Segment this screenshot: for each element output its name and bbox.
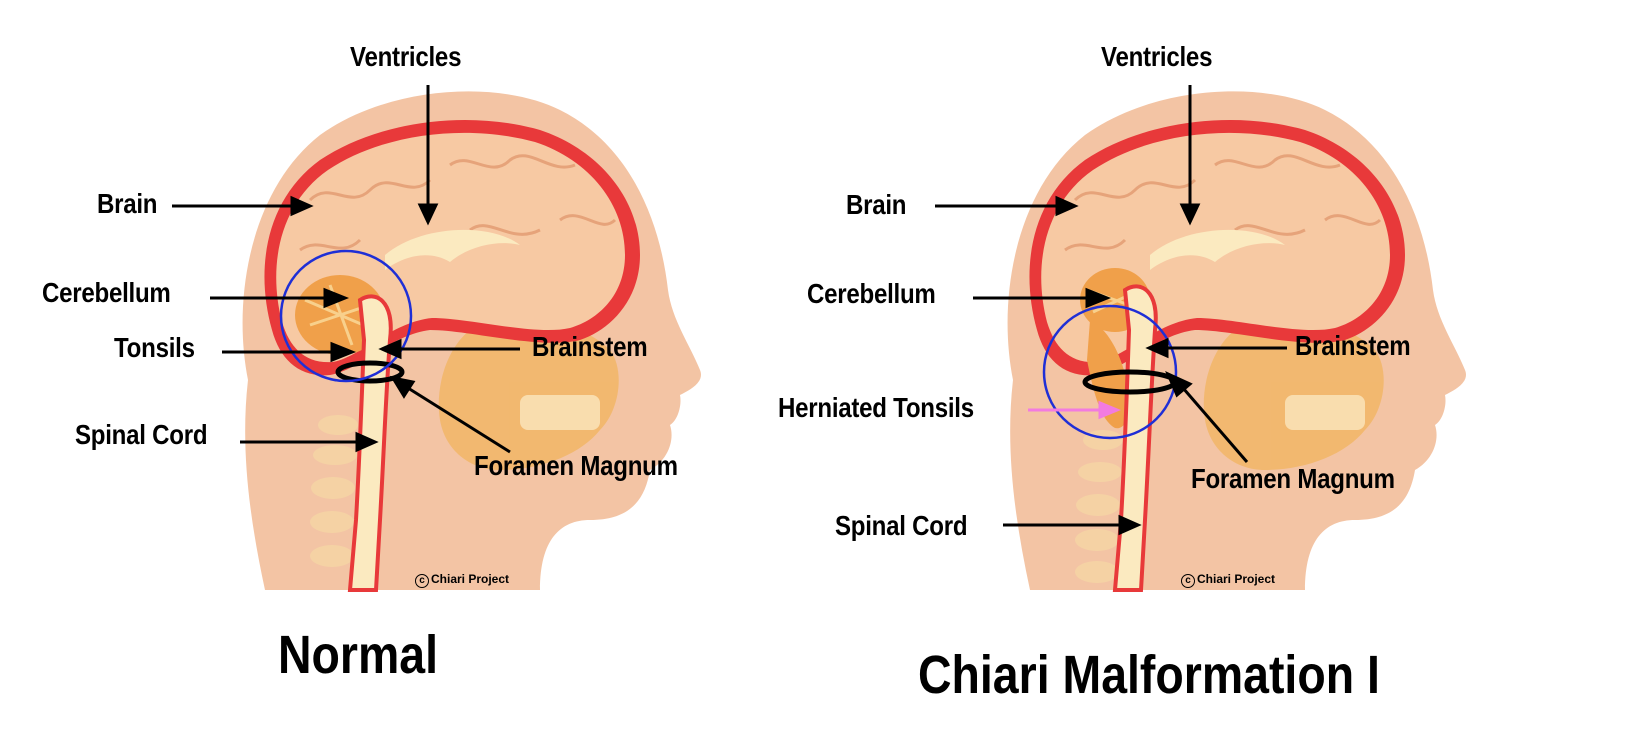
- copyright-icon: c: [1181, 574, 1195, 588]
- ventricle: [1150, 229, 1285, 270]
- caption-chiari: Chiari Malformation I: [918, 645, 1380, 705]
- label-herniated-tonsils: Herniated Tonsils: [778, 392, 974, 423]
- copyright-text: Chiari Project: [1197, 572, 1276, 586]
- vertebrae: [310, 415, 358, 567]
- brainstem-cord: [1112, 284, 1158, 592]
- normal-head-illustration: [172, 85, 701, 592]
- label-ventricles: Ventricles: [350, 41, 462, 72]
- chiari-head-illustration: [935, 85, 1466, 592]
- label-brain: Brain: [846, 189, 907, 220]
- foramen-ring: [335, 360, 405, 384]
- pointer-arrows: [935, 85, 1287, 536]
- caption-normal: Normal: [278, 625, 439, 685]
- gyri: [299, 154, 617, 252]
- label-spinal-cord: Spinal Cord: [835, 510, 968, 541]
- label-foramen-magnum: Foramen Magnum: [1191, 463, 1395, 494]
- chiari-panel: Ventricles Brain Cerebellum Brainstem He…: [778, 0, 1650, 752]
- gyri: [1064, 154, 1382, 252]
- label-spinal-cord: Spinal Cord: [75, 419, 208, 450]
- copyright-icon: c: [415, 574, 429, 588]
- vertebrae: [1075, 430, 1123, 583]
- normal-panel: Ventricles Brain Cerebellum Tonsils Brai…: [42, 41, 701, 685]
- label-foramen-magnum: Foramen Magnum: [474, 450, 678, 481]
- label-brain: Brain: [97, 188, 158, 219]
- ventricle: [385, 229, 520, 270]
- highlight-circle: [1042, 304, 1178, 440]
- skull-face: [1203, 319, 1384, 470]
- label-tonsils: Tonsils: [114, 332, 195, 363]
- skull-face: [438, 319, 619, 470]
- label-brainstem: Brainstem: [1295, 330, 1411, 361]
- label-cerebellum: Cerebellum: [42, 277, 171, 308]
- highlight-circle: [279, 249, 413, 383]
- copyright-text: Chiari Project: [431, 572, 510, 586]
- label-ventricles: Ventricles: [1101, 41, 1213, 72]
- label-brainstem: Brainstem: [532, 331, 648, 362]
- herniation-arrow: [1028, 400, 1121, 420]
- label-cerebellum: Cerebellum: [807, 278, 936, 309]
- pointer-arrows: [172, 85, 520, 454]
